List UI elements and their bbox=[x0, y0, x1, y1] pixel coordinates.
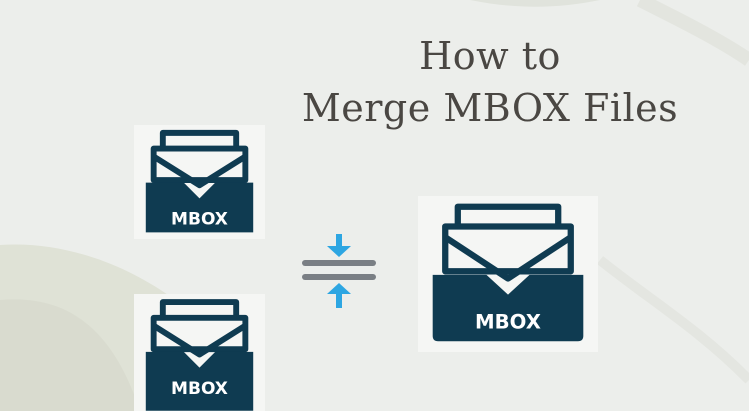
mbox-file-tile-source-1: MBOX bbox=[134, 125, 265, 239]
page-title: How to Merge MBOX Files bbox=[270, 30, 710, 134]
mbox-file-tile-source-2: MBOX bbox=[134, 294, 265, 411]
merge-arrows-icon bbox=[296, 232, 382, 316]
mbox-label: MBOX bbox=[171, 379, 228, 399]
title-line-2: Merge MBOX Files bbox=[301, 86, 679, 130]
mbox-label: MBOX bbox=[475, 311, 541, 334]
mbox-inbox-tray-icon: MBOX bbox=[145, 299, 254, 411]
mbox-file-tile-merged: MBOX bbox=[418, 196, 598, 352]
title-line-1: How to bbox=[419, 34, 561, 78]
mbox-inbox-tray-icon: MBOX bbox=[145, 129, 254, 233]
mbox-inbox-tray-icon: MBOX bbox=[432, 203, 584, 342]
mbox-label: MBOX bbox=[171, 210, 228, 230]
